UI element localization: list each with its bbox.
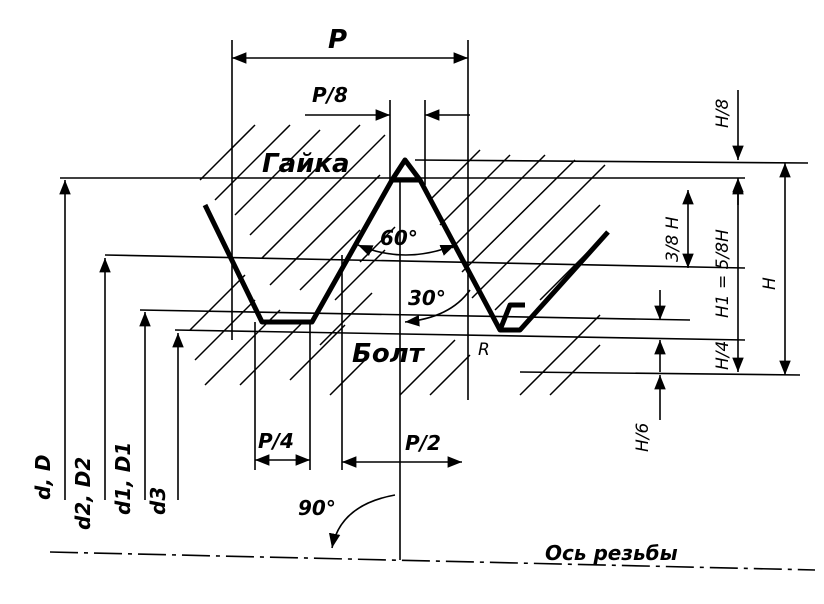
d3-label: d3 xyxy=(146,487,170,515)
p4-label: P/4 xyxy=(258,429,294,453)
bolt-root-line xyxy=(497,302,525,331)
h38-label: 3/8 H xyxy=(663,216,683,262)
reference-lines xyxy=(60,159,809,376)
d1-D1-label: d1, D1 xyxy=(111,442,135,515)
angle-30-label: 30° xyxy=(408,286,446,310)
bolt-hatching xyxy=(189,226,601,396)
h4-label: H/4 xyxy=(713,341,733,370)
bolt-label: Болт xyxy=(352,339,426,369)
nut-hatching xyxy=(199,124,606,311)
h-label: H xyxy=(760,277,780,290)
d-D-label: d, D xyxy=(31,455,55,500)
h1-label: H1 = 5/8H xyxy=(713,229,733,318)
angle-90-label: 90° xyxy=(298,496,336,520)
diameter-dimensions xyxy=(59,180,184,500)
bottom-dimensions xyxy=(254,180,462,560)
h6-label: H/6 xyxy=(633,422,653,452)
angle-90-arc xyxy=(328,494,396,549)
nut-crest-line xyxy=(389,157,422,182)
angle-60-arc xyxy=(357,244,456,256)
pitch-label: P xyxy=(328,25,347,55)
pitch-dimension xyxy=(231,40,469,400)
angle-60-label: 60° xyxy=(380,226,418,250)
angle-30-arc xyxy=(404,289,471,327)
nut-label: Гайка xyxy=(262,149,350,179)
p8-dimension xyxy=(305,100,470,185)
h8-label: H/8 xyxy=(713,98,733,128)
p2-label: P/2 xyxy=(405,431,441,455)
d2-D2-label: d2, D2 xyxy=(71,457,95,530)
thread-axis-line xyxy=(49,551,816,571)
thread-profile-line xyxy=(202,177,610,333)
axis-label: Ось резьбы xyxy=(545,541,678,565)
height-dimensions xyxy=(654,90,791,420)
p8-label: P/8 xyxy=(312,83,348,107)
radius-label: R xyxy=(478,340,490,360)
